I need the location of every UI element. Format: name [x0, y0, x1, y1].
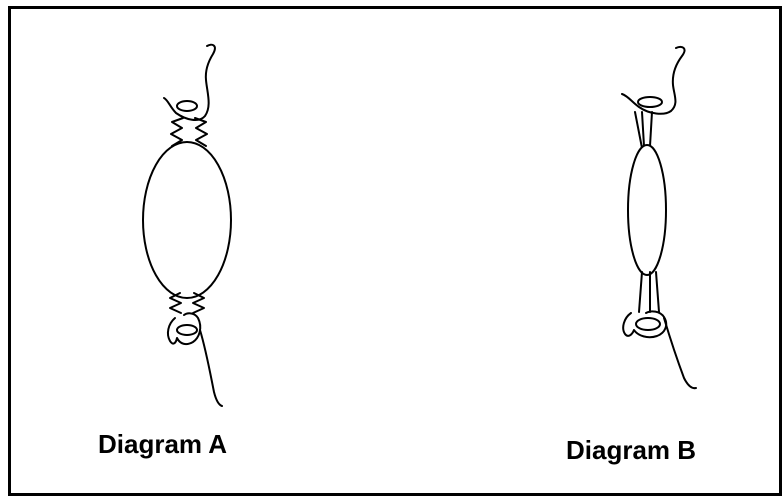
- diagram-a-bottom-hand: [166, 312, 223, 407]
- diagram-a-balloon: [142, 141, 232, 299]
- diagram-b-bottom-hand: [622, 310, 697, 390]
- diagram-a-bottom-spring: [169, 292, 205, 314]
- diagram-b-top-hand: [621, 45, 686, 115]
- diagram-b-top-connector: [634, 111, 653, 149]
- caption-diagram-b: Diagram B: [566, 435, 697, 465]
- diagram-a-top-hand: [163, 43, 216, 121]
- diagram-b-balloon: [627, 144, 667, 276]
- diagram-b-bottom-connector: [638, 271, 660, 313]
- caption-diagram-a: Diagram A: [98, 429, 228, 459]
- diagram-a-top-spring: [170, 117, 208, 147]
